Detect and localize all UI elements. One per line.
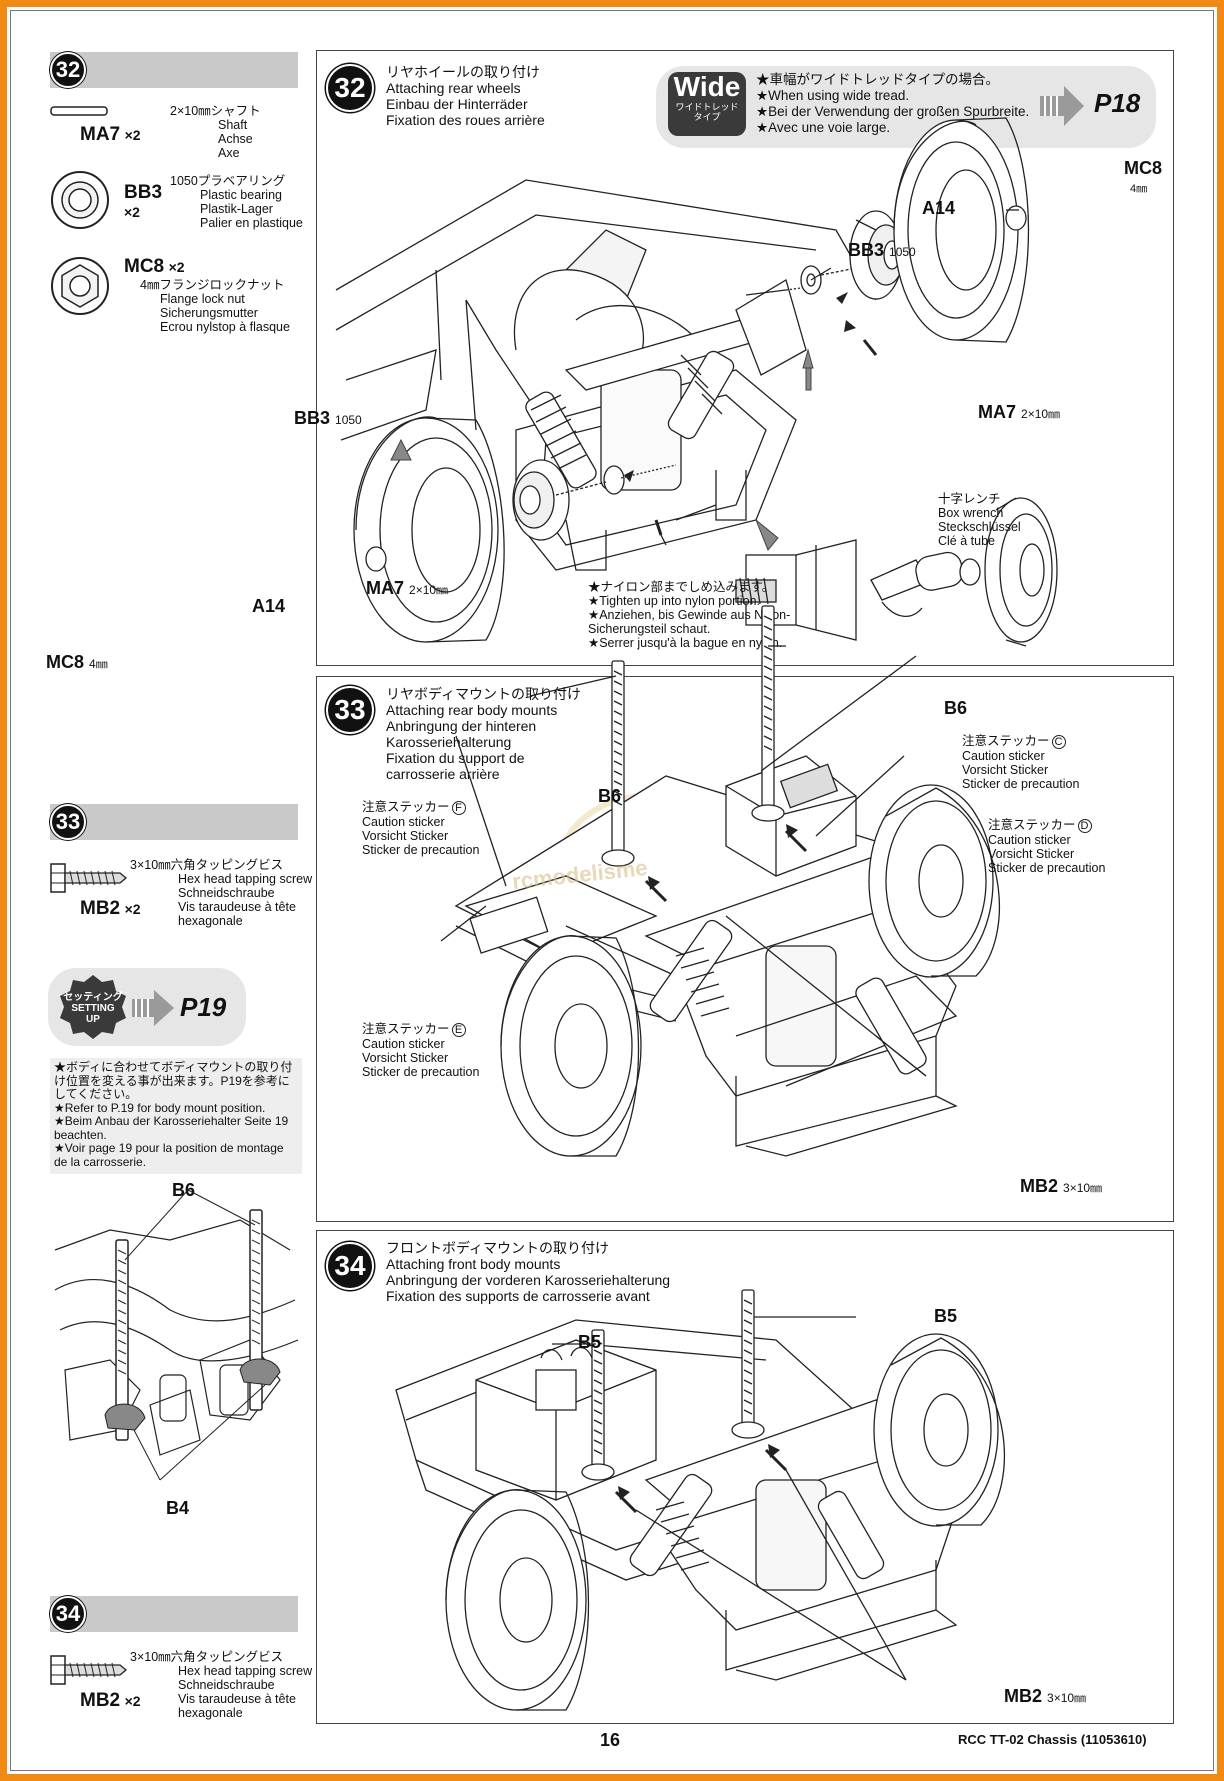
rear-wheel-assembly-diagram (335, 117, 1058, 647)
step-34-header-band (50, 1596, 298, 1632)
part-ma7: MA7 ×2 (80, 124, 141, 145)
step-33-panel-badge: 33 (326, 686, 374, 734)
step-33-title: リヤボディマウントの取り付け Attaching rear body mount… (386, 686, 582, 782)
part-bb3: BB3×2 (124, 182, 163, 220)
step-33-notes (50, 1058, 302, 1174)
nylon-note: ★ナイロン部までしめ込みます。 ★Tighten up into nylon p… (588, 580, 791, 650)
footer-title: RCC TT-02 Chassis (11053610) (958, 1732, 1147, 1747)
step-33-badge: 33 (50, 804, 86, 840)
label-mb2-34: MB2 3×10㎜ (1004, 1686, 1087, 1706)
label-bb3-right: BB3 1050 (848, 240, 916, 260)
label-b4: B4 (166, 1498, 190, 1518)
hex-screw-icon (50, 1655, 128, 1685)
rear-body-mount-diagram (440, 605, 1001, 1157)
page-inner-frame (10, 10, 1214, 1771)
label-a14-right: A14 (922, 198, 956, 218)
part-bb3-desc: 1050プラベアリング Plastic bearing Plastik-Lage… (170, 174, 303, 230)
part-mb2-33-desc: 3×10㎜六角タッピングビス Hex head tapping screw Sc… (130, 858, 313, 928)
label-bb3-left: BB3 1050 (294, 408, 362, 428)
page-number: 16 (600, 1730, 621, 1750)
step-32-panel-badge: 32 (326, 64, 374, 112)
wide-tread-text: ★車幅がワイドトレッドタイプの場合。 ★When using wide trea… (756, 72, 1030, 135)
label-b5-right: B5 (934, 1306, 958, 1326)
label-b6-left-post: B6 (598, 786, 622, 806)
label-mb2-33: MB2 3×10㎜ (1020, 1176, 1103, 1196)
front-body-mount-diagram (395, 1289, 1006, 1711)
label-b5-left: B5 (578, 1332, 602, 1352)
part-mc8-desc: 4㎜フランジロックナット Flange lock nut Sicherungsm… (140, 278, 290, 334)
step-32-badge: 32 (50, 52, 86, 88)
body-mount-detail-diagram (54, 1189, 299, 1481)
step-33-header-band (50, 804, 298, 840)
setting-up-page: P19 (180, 992, 227, 1022)
lock-nut-icon (51, 257, 109, 315)
part-ma7-desc: 2×10㎜シャフト Shaft Achse Axe (170, 104, 261, 160)
step-34-title: フロントボディマウントの取り付け Attaching front body mo… (386, 1240, 671, 1304)
label-b6-left: B6 (172, 1180, 196, 1200)
part-mb2-34: MB2 ×2 (80, 1690, 141, 1711)
arrow-right-icon (1040, 86, 1084, 126)
label-mc8-right: MC8 (1124, 158, 1163, 178)
label-b6-right: B6 (944, 698, 968, 718)
part-mb2-33: MB2 ×2 (80, 898, 141, 919)
shaft-icon (50, 106, 108, 116)
part-mb2-34-desc: 3×10㎜六角タッピングビス Hex head tapping screw Sc… (130, 1650, 313, 1720)
step-32-title: リヤホイールの取り付け Attaching rear wheels Einbau… (386, 64, 545, 128)
bearing-icon (51, 171, 109, 229)
label-a14-left: A14 (252, 596, 286, 616)
part-mc8: MC8 ×2 (124, 256, 185, 277)
step-32-header-band (50, 52, 298, 88)
wide-page-ref: P18 (1094, 88, 1141, 118)
step-34-panel-badge: 34 (326, 1242, 374, 1290)
arrow-right-icon (132, 990, 174, 1026)
hex-screw-icon (50, 863, 128, 893)
step-34-badge: 34 (50, 1596, 86, 1632)
wide-badge: Wide ワイドトレッド タイプ (668, 72, 746, 136)
step-33-notes-text: ★ボディに合わせてボディマウントの取り付け位置を変える事が出来ます。P19を参考… (54, 1060, 293, 1169)
box-wrench-caption: 十字レンチ Box wrench Steckschlüssel Clé à tu… (938, 492, 1021, 548)
label-mc8-left: MC8 4㎜ (46, 652, 108, 672)
label-ma7-right: MA7 2×10㎜ (978, 402, 1061, 422)
setting-up-badge (60, 975, 126, 1039)
setting-up-badge-text: セッティング SETTING UP (63, 992, 123, 1025)
label-ma7-left: MA7 2×10㎜ (366, 578, 449, 598)
label-mc8-right-size: 4㎜ (1130, 183, 1148, 195)
